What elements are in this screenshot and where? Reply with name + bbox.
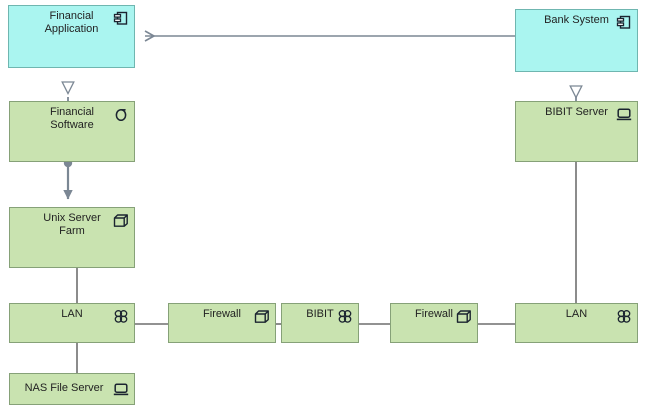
node-lan-right[interactable]: LAN [515, 303, 638, 343]
node-firewall-left[interactable]: Firewall [168, 303, 276, 343]
node-bibit[interactable]: BIBIT [281, 303, 359, 343]
network-icon [337, 309, 353, 324]
node-financial-application[interactable]: Financial Application [8, 5, 135, 68]
component-icon [113, 11, 129, 26]
node-cube-icon [254, 309, 270, 324]
node-bank-system[interactable]: Bank System [515, 9, 638, 72]
node-nas-file-server[interactable]: NAS File Server [9, 373, 135, 405]
network-icon [113, 309, 129, 324]
node-bibit-server[interactable]: BIBIT Server [515, 101, 638, 162]
node-cube-icon [456, 309, 472, 324]
node-unix-server-farm[interactable]: Unix Server Farm [9, 207, 135, 268]
device-icon [113, 382, 129, 397]
network-icon [616, 309, 632, 324]
component-icon [616, 15, 632, 30]
device-icon [616, 107, 632, 122]
node-firewall-right[interactable]: Firewall [390, 303, 478, 343]
node-lan-left[interactable]: LAN [9, 303, 135, 343]
system-software-icon [113, 107, 129, 122]
node-financial-software[interactable]: Financial Software [9, 101, 135, 162]
node-cube-icon [113, 213, 129, 228]
